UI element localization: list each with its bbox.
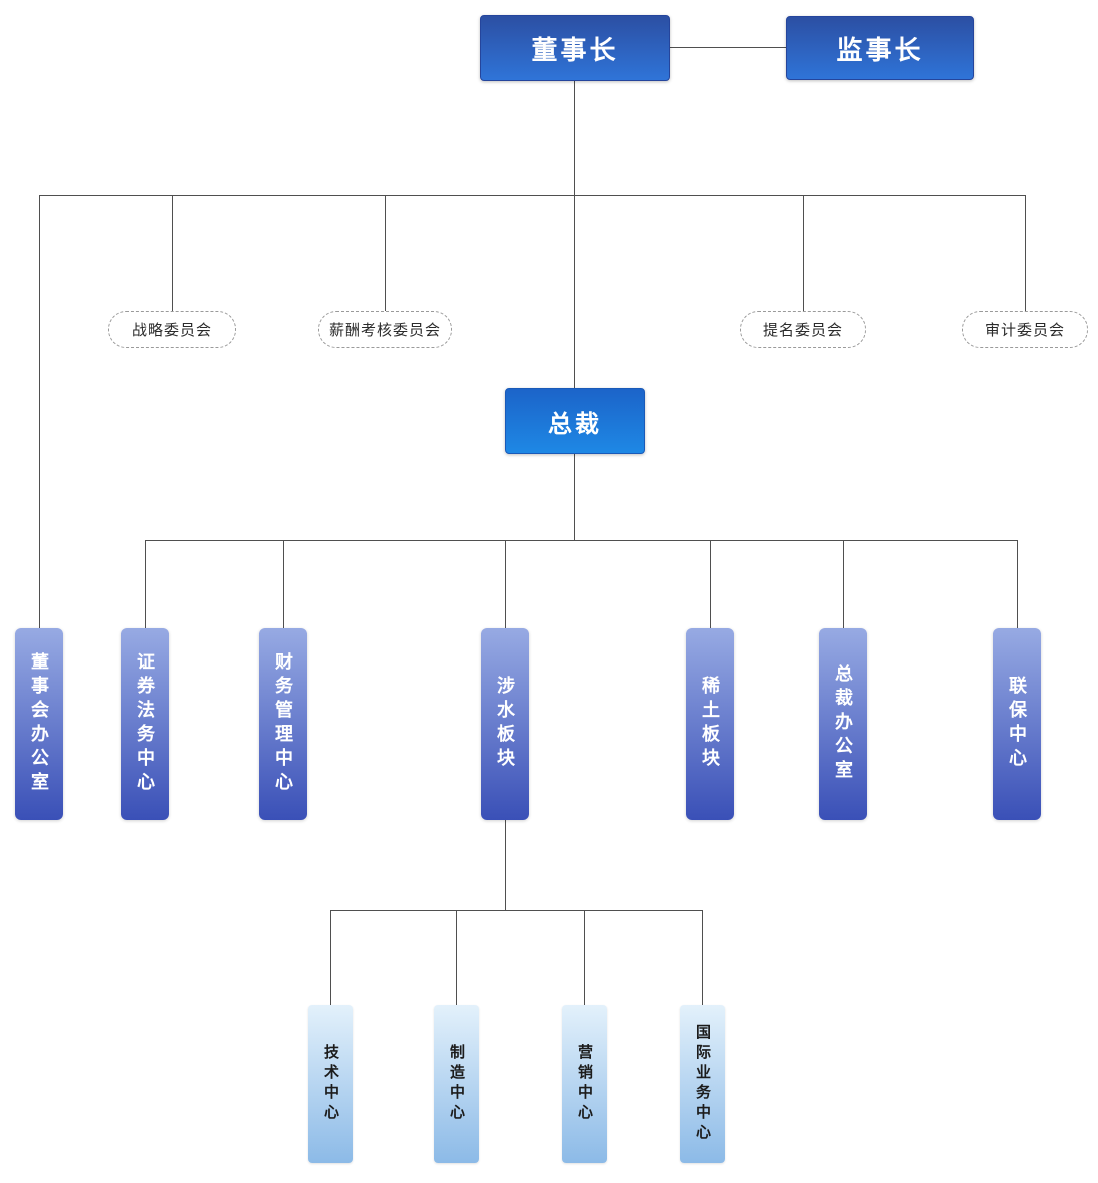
node-marketing-center: 营销中心 [562, 1005, 607, 1163]
connector-line [145, 540, 1017, 541]
connector-line [330, 910, 331, 1005]
connector-line [1017, 540, 1018, 628]
node-manufacturing-center: 制造中心 [434, 1005, 479, 1163]
connector-line [145, 540, 146, 628]
node-strategy-committee: 战略委员会 [108, 311, 236, 348]
connector-line [39, 195, 40, 628]
node-audit-committee: 审计委员会 [962, 311, 1088, 348]
node-rare-earth-sector: 稀土板块 [686, 628, 734, 820]
node-chairman: 董事长 [480, 15, 670, 81]
node-international-business-center: 国际业务中心 [680, 1005, 725, 1163]
node-president: 总裁 [505, 388, 645, 454]
node-board-office: 董事会办公室 [15, 628, 63, 820]
connector-line [283, 540, 284, 628]
connector-line [843, 540, 844, 628]
connector-line [172, 195, 173, 311]
connector-line [584, 910, 585, 1005]
node-securities-legal-center: 证券法务中心 [121, 628, 169, 820]
node-supervisory-chairman: 监事长 [786, 16, 974, 80]
connector-line [574, 195, 575, 388]
node-technology-center: 技术中心 [308, 1005, 353, 1163]
node-compensation-assessment-committee: 薪酬考核委员会 [318, 311, 452, 348]
node-water-sector: 涉水板块 [481, 628, 529, 820]
connector-line [385, 195, 386, 311]
connector-line [702, 910, 703, 1005]
connector-line [505, 820, 506, 910]
connector-line [39, 195, 1025, 196]
connector-line [574, 454, 575, 540]
node-joint-guarantee-center: 联保中心 [993, 628, 1041, 820]
connector-line [710, 540, 711, 628]
connector-line [803, 195, 804, 311]
node-nomination-committee: 提名委员会 [740, 311, 866, 348]
connector-line [456, 910, 457, 1005]
connector-line [670, 47, 786, 48]
node-president-office: 总裁办公室 [819, 628, 867, 820]
connector-line [1025, 195, 1026, 311]
node-finance-management-center: 财务管理中心 [259, 628, 307, 820]
connector-line [505, 540, 506, 628]
connector-line [330, 910, 702, 911]
connector-line [574, 81, 575, 195]
